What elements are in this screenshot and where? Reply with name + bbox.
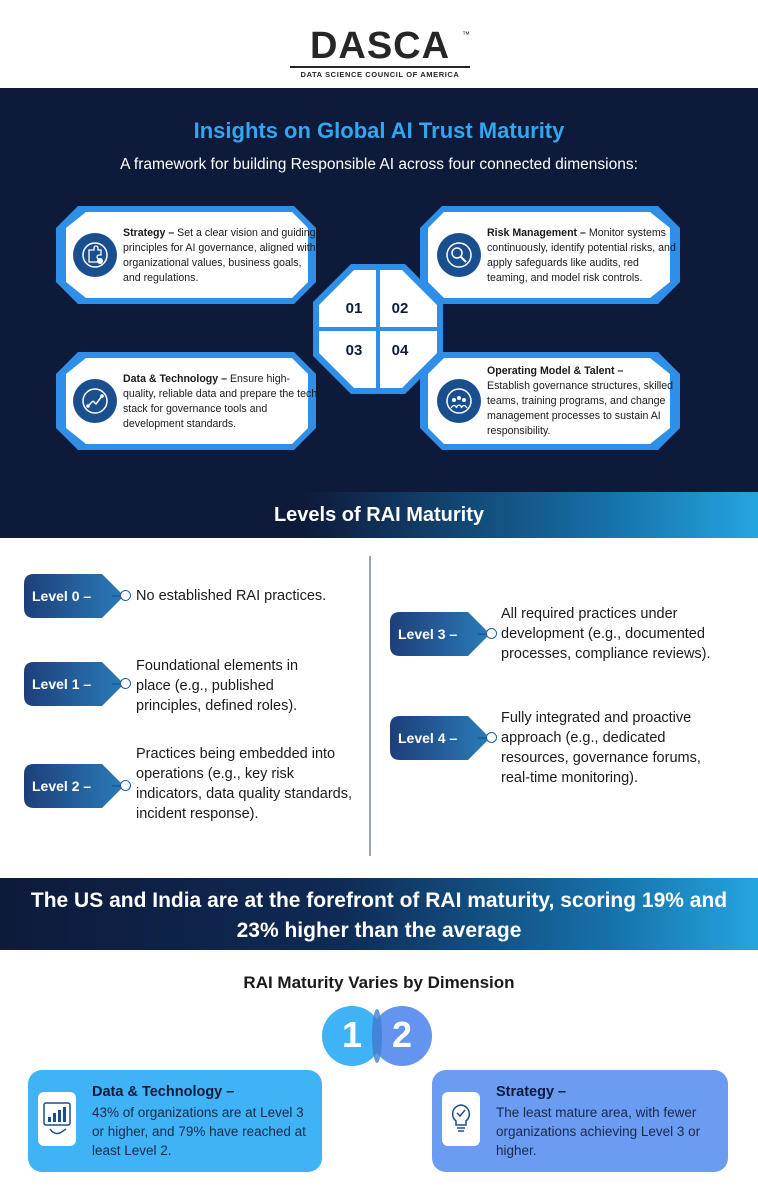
card-frame bbox=[56, 352, 316, 450]
level-1-label: Level 1 – bbox=[32, 676, 92, 692]
puzzle-gear-icon bbox=[73, 233, 117, 277]
level-0-pill bbox=[24, 574, 124, 618]
level-0-desc: No established RAI practices. bbox=[136, 588, 327, 604]
circle-1-number: 1 bbox=[341, 1014, 363, 1055]
framework-card-strategy: Strategy – Set a clear vision and guidin… bbox=[56, 206, 316, 304]
framework-section: Insights on Global AI Trust Maturity A f… bbox=[0, 88, 758, 538]
level-3-label: Level 3 – bbox=[398, 626, 458, 642]
connector-dot bbox=[486, 628, 497, 639]
framework-card-operating-model: Operating Model & Talent – Establish gov… bbox=[420, 352, 680, 450]
level-3-pill bbox=[390, 612, 490, 656]
lightbulb-icon bbox=[442, 1092, 480, 1146]
card-frame bbox=[420, 206, 680, 304]
dimensions-title: RAI Maturity Varies by Dimension bbox=[243, 973, 515, 992]
number-04: 04 bbox=[391, 342, 409, 359]
banner-text: The US and India are at the forefront of… bbox=[30, 889, 728, 942]
dimension-card-data-technology: Data & Technology – 43% of organizations… bbox=[28, 1070, 322, 1172]
circle-overlap bbox=[372, 1009, 382, 1063]
card-text-strategy: Strategy – Set a clear vision and guidin… bbox=[123, 226, 318, 286]
card-heading: Data & Technology – bbox=[123, 373, 227, 385]
connector-line bbox=[478, 737, 488, 739]
framework-card-risk-management: Risk Management – Monitor systems contin… bbox=[420, 206, 680, 304]
levels-section: Level 0 – No established RAI practices. … bbox=[0, 538, 758, 878]
connector-line bbox=[112, 595, 122, 597]
level-1-pill bbox=[24, 662, 124, 706]
logo-divider bbox=[290, 66, 470, 68]
card-heading: Strategy – bbox=[123, 227, 175, 239]
maturity-banner: The US and India are at the forefront of… bbox=[0, 878, 758, 950]
circle-2-number: 2 bbox=[391, 1014, 413, 1055]
levels-divider bbox=[369, 556, 371, 856]
center-octagon: 01 02 03 04 bbox=[313, 264, 443, 394]
card-body: Ensure high-quality, reliable data and p… bbox=[123, 373, 318, 430]
number-01: 01 bbox=[345, 300, 363, 317]
team-growth-icon bbox=[437, 379, 481, 423]
card-frame bbox=[420, 352, 680, 450]
connector-dot bbox=[120, 590, 131, 601]
card-body: Monitor systems continuously, identify p… bbox=[487, 227, 676, 284]
card-heading: Operating Model & Talent – bbox=[487, 365, 624, 377]
level-3-desc: All required practices under development… bbox=[501, 606, 711, 662]
level-2-pill bbox=[24, 764, 124, 808]
logo-wordmark: DASCA bbox=[309, 25, 451, 67]
card-frame bbox=[56, 206, 316, 304]
logo-trademark: ™ bbox=[462, 30, 470, 39]
circle-2: 2 bbox=[372, 1006, 432, 1066]
card-text-risk-management: Risk Management – Monitor systems contin… bbox=[487, 226, 682, 286]
dasca-logo: DASCA ™ DATA SCIENCE COUNCIL OF AMERICA bbox=[288, 25, 472, 79]
framework-subtitle: A framework for building Responsible AI … bbox=[120, 156, 638, 173]
connector-dot bbox=[120, 780, 131, 791]
level-0-label: Level 0 – bbox=[32, 588, 92, 604]
connector-line bbox=[112, 785, 122, 787]
connector-dot bbox=[486, 732, 497, 743]
number-03: 03 bbox=[345, 342, 363, 359]
dimension-card-strategy: Strategy – The least mature area, with f… bbox=[432, 1070, 728, 1172]
card-body: Set a clear vision and guiding principle… bbox=[123, 227, 316, 284]
circuit-hand-icon bbox=[73, 379, 117, 423]
level-2-desc: Practices being embedded into operations… bbox=[136, 746, 353, 822]
card-text-data-technology: Data & Technology – Ensure high-quality,… bbox=[123, 372, 318, 432]
dimension-card-body: 43% of organizations are at Level 3 or h… bbox=[92, 1105, 306, 1158]
logo-subtitle: DATA SCIENCE COUNCIL OF AMERICA bbox=[300, 70, 460, 79]
card-heading: Risk Management – bbox=[487, 227, 586, 239]
connector-line bbox=[478, 633, 488, 635]
dimension-card-heading: Data & Technology – bbox=[92, 1084, 235, 1100]
level-1-desc: Foundational elements in place (e.g., pu… bbox=[136, 658, 299, 714]
level-2-label: Level 2 – bbox=[32, 778, 92, 794]
levels-title-band: Levels of RAI Maturity bbox=[0, 492, 758, 538]
levels-title: Levels of RAI Maturity bbox=[273, 504, 485, 526]
connector-dot bbox=[120, 678, 131, 689]
chart-tablet-icon bbox=[38, 1092, 76, 1146]
dimension-card-heading: Strategy – bbox=[496, 1084, 567, 1100]
dimension-card-body: The least mature area, with fewer organi… bbox=[496, 1105, 701, 1158]
card-body: Establish governance structures, skilled… bbox=[487, 380, 674, 437]
number-02: 02 bbox=[391, 300, 409, 317]
level-4-desc: Fully integrated and proactive approach … bbox=[501, 710, 701, 786]
framework-card-data-technology: Data & Technology – Ensure high-quality,… bbox=[56, 352, 318, 450]
connector-line bbox=[112, 683, 122, 685]
risk-magnifier-icon bbox=[437, 233, 481, 277]
level-4-label: Level 4 – bbox=[398, 730, 458, 746]
level-4-pill bbox=[390, 716, 490, 760]
card-text-operating-model: Operating Model & Talent – Establish gov… bbox=[487, 364, 682, 439]
header: DASCA ™ DATA SCIENCE COUNCIL OF AMERICA bbox=[0, 0, 758, 88]
framework-title: Insights on Global AI Trust Maturity bbox=[193, 118, 565, 143]
